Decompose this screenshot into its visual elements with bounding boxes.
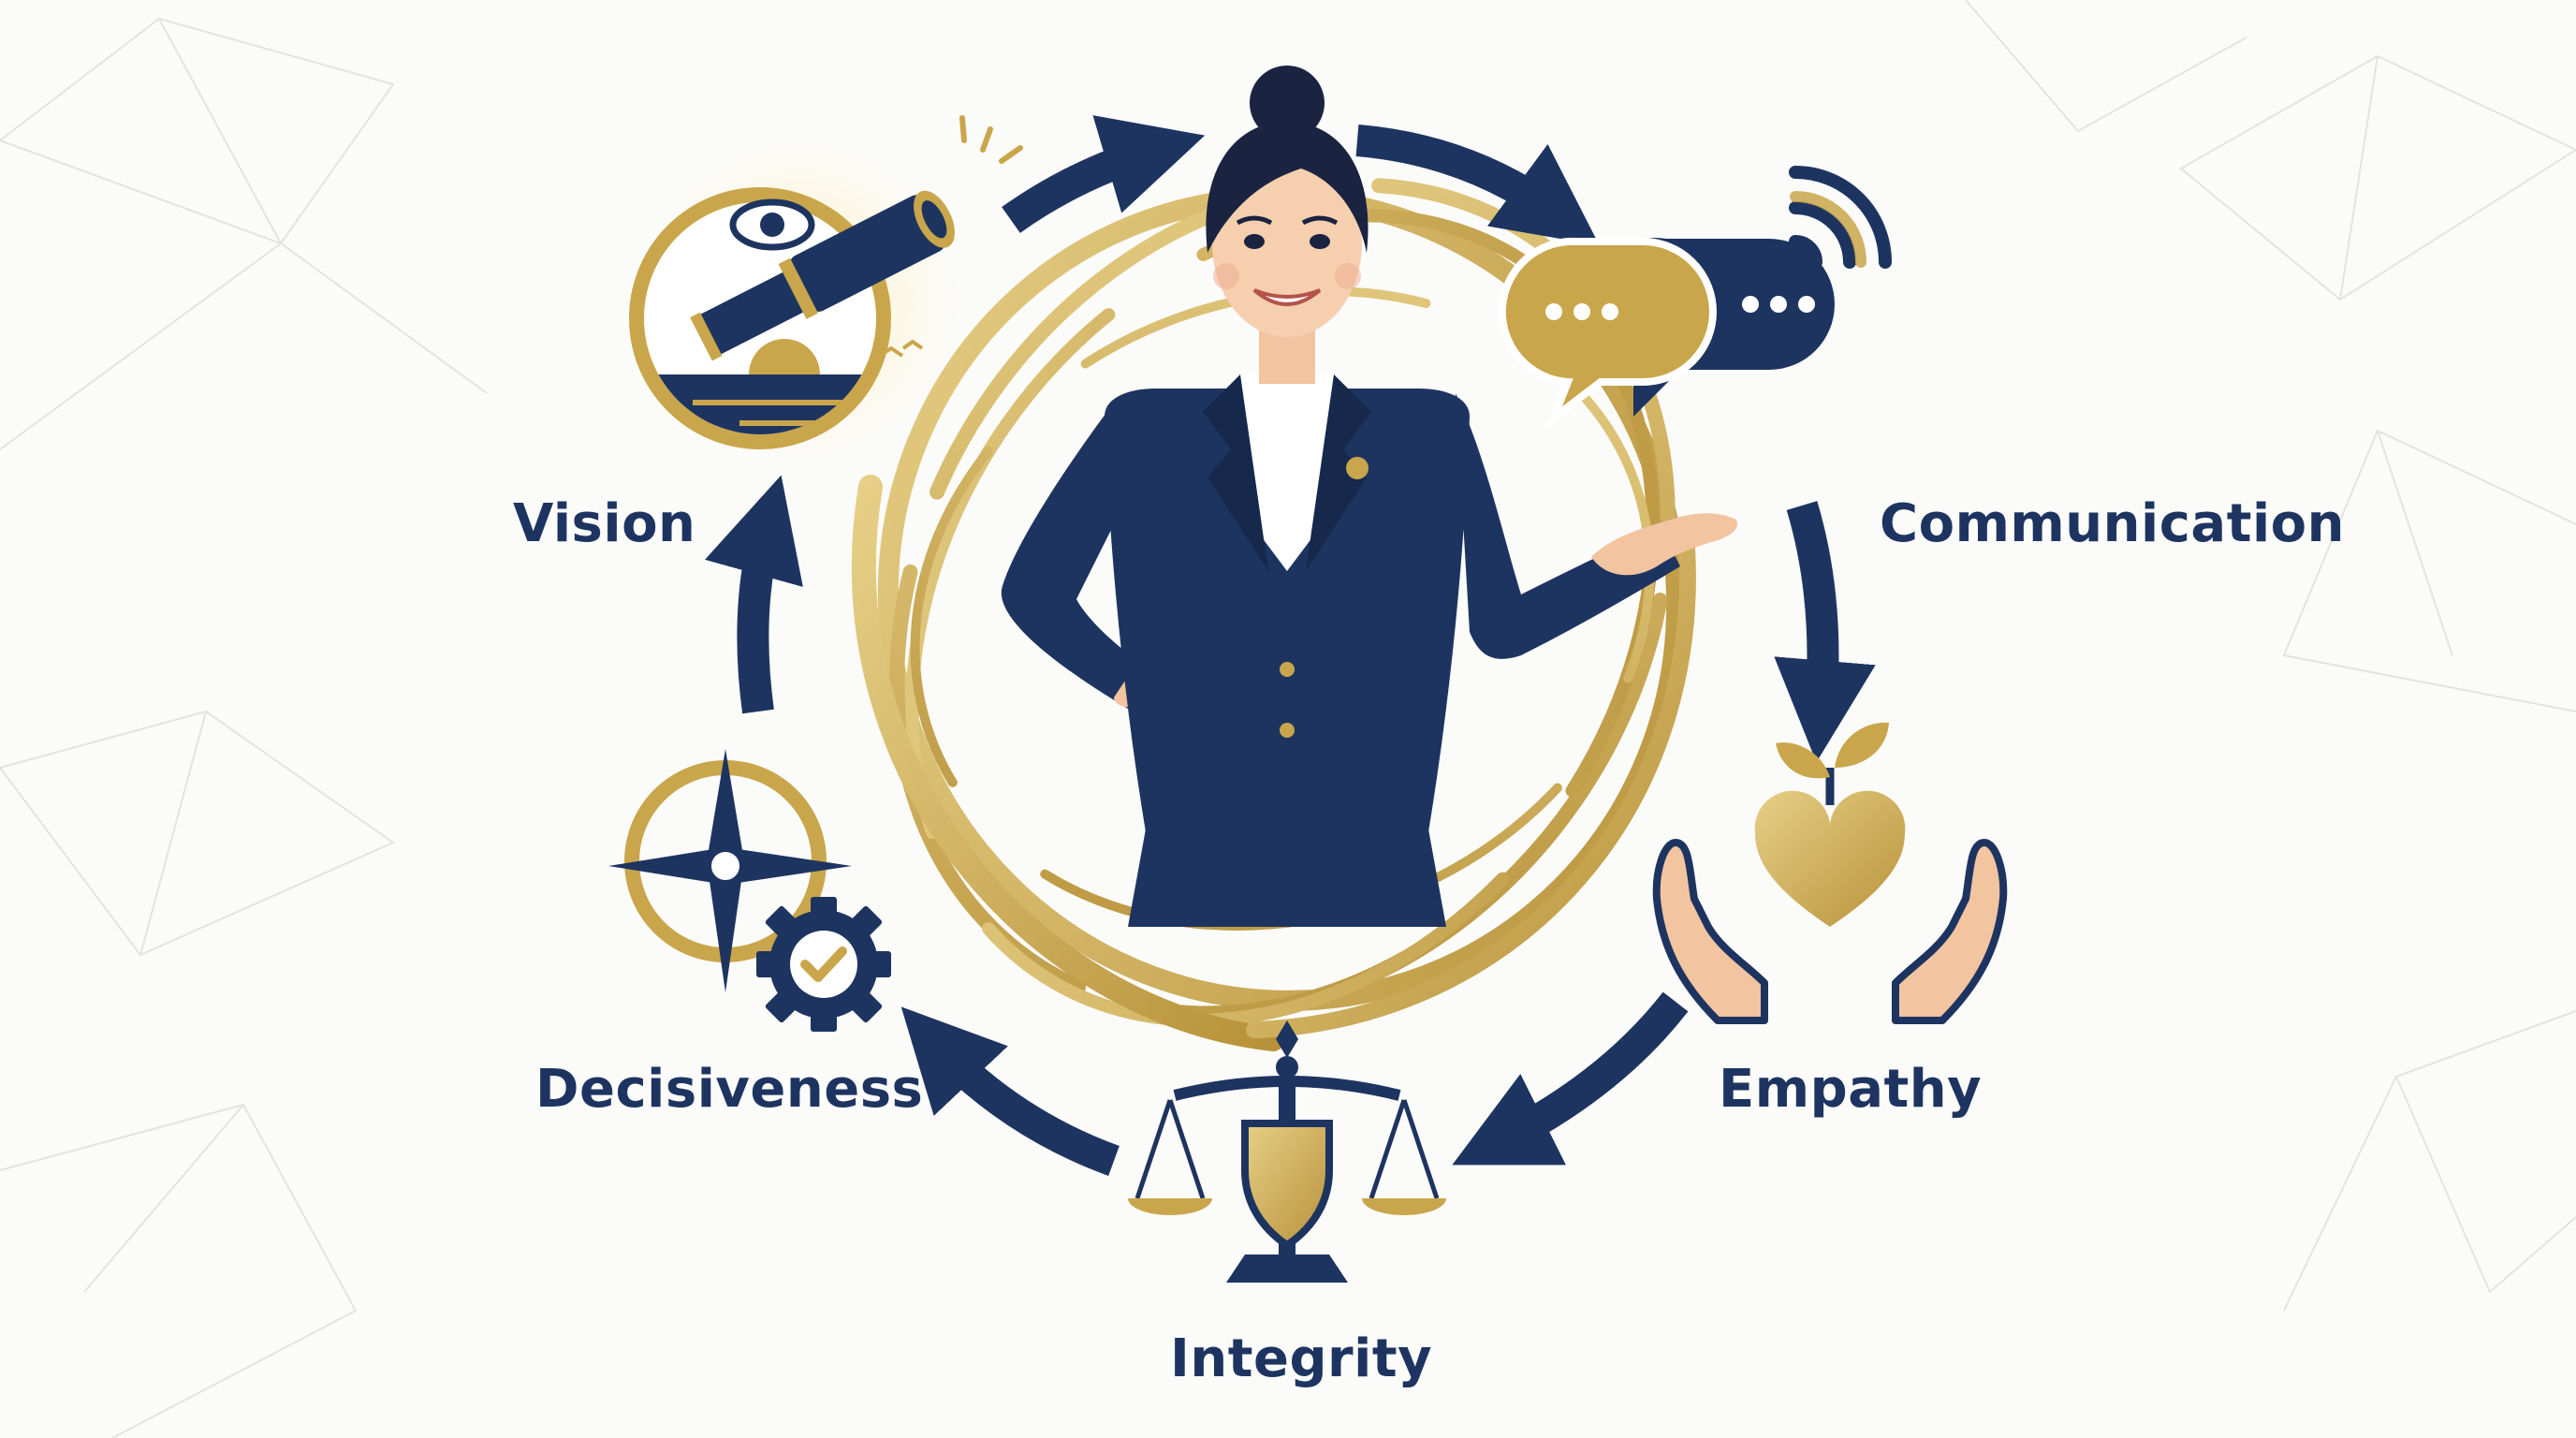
shield-icon — [1241, 1120, 1333, 1250]
chat-bubbles-icon — [1498, 166, 1892, 429]
hands-heart-icon — [1652, 722, 2008, 1024]
arrow-communication-to-empathy — [1774, 501, 1876, 763]
label-empathy: Empathy — [1719, 1059, 1983, 1120]
arrow-vision-to-figure — [1002, 115, 1206, 233]
cycle-arrows — [705, 115, 1876, 1176]
hair — [1206, 122, 1368, 253]
telescope-icon — [629, 115, 1023, 463]
arrow-empathy-to-integrity — [1452, 991, 1689, 1166]
heart-icon — [1754, 790, 1906, 927]
label-integrity: Integrity — [1170, 1328, 1433, 1389]
shirt — [1240, 374, 1334, 571]
label-vision: Vision — [513, 493, 696, 554]
label-communication: Communication — [1880, 493, 2345, 554]
eye-icon — [729, 198, 815, 251]
arrow-top-to-communication — [1355, 125, 1600, 246]
arrow-integrity-to-decisiveness — [900, 1006, 1120, 1176]
businesswoman-illustration — [1001, 66, 1737, 927]
compass-rose-icon — [608, 749, 852, 992]
compass-gear-icon — [608, 749, 891, 1032]
skirt — [1128, 824, 1446, 927]
lapel-pin — [1346, 457, 1368, 479]
arrow-decisiveness-to-vision — [705, 475, 803, 714]
label-decisiveness: Decisiveness — [535, 1059, 924, 1120]
right-hand — [1591, 513, 1737, 576]
gear-check-icon — [756, 897, 891, 1032]
jacket — [1105, 389, 1470, 838]
scales-shield-icon — [1128, 1020, 1446, 1283]
hair-bun — [1250, 66, 1325, 140]
